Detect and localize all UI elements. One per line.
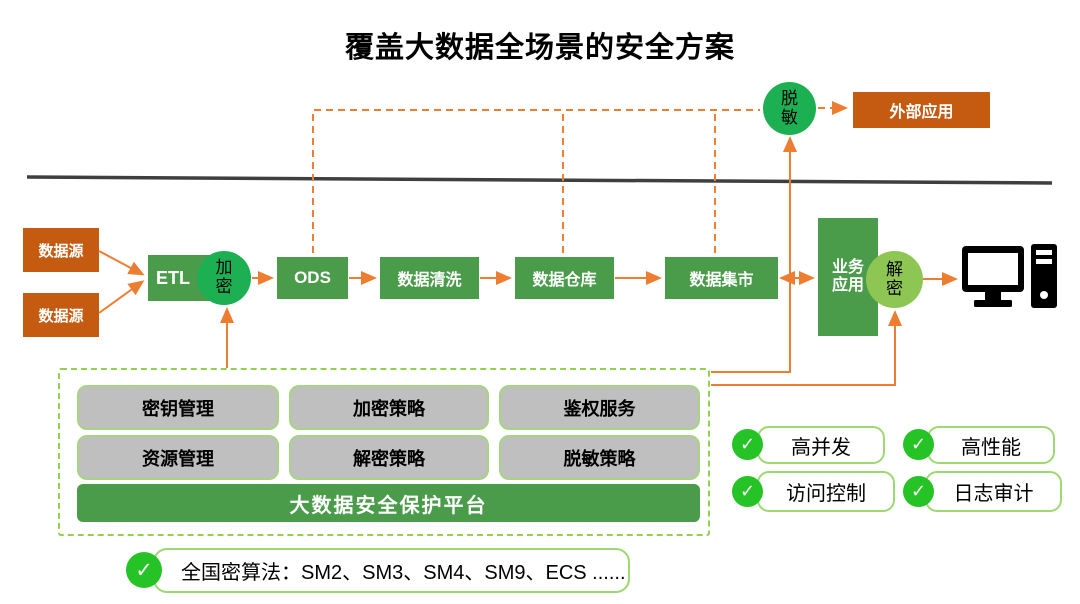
module-masking-policy: 脱敏策略 xyxy=(499,435,700,480)
decrypt-circle: 解密 xyxy=(866,251,923,308)
stage-box-clean: 数据清洗 xyxy=(380,257,479,299)
algorithms-pill: 全国密算法：SM2、SM3、SM4、SM9、ECS ...... xyxy=(153,548,630,593)
stage-box-mart: 数据集市 xyxy=(665,257,778,299)
check-icon: ✓ xyxy=(732,429,763,460)
etl-box: ETL xyxy=(148,255,210,301)
divider-line xyxy=(26,175,1053,185)
encrypt-circle: 加密 xyxy=(197,251,251,305)
data-source-box-2: 数据源 xyxy=(23,293,99,337)
feature-pill-performance: 高性能 xyxy=(927,426,1055,464)
desktop-computer-icon xyxy=(962,244,1057,308)
feature-pill-concurrency: 高并发 xyxy=(757,426,885,464)
module-auth-service: 鉴权服务 xyxy=(499,385,700,430)
feature-pill-access-control: 访问控制 xyxy=(757,471,895,512)
feature-pill-log-audit: 日志审计 xyxy=(925,471,1062,512)
module-encrypt-policy: 加密策略 xyxy=(289,385,489,430)
page-title: 覆盖大数据全场景的安全方案 xyxy=(344,32,735,64)
data-source-box-1: 数据源 xyxy=(23,228,99,272)
module-key-management: 密钥管理 xyxy=(77,385,279,430)
external-app-box: 外部应用 xyxy=(853,92,990,128)
check-icon: ✓ xyxy=(732,476,763,507)
stage-box-warehouse: 数据仓库 xyxy=(515,257,614,299)
module-decrypt-policy: 解密策略 xyxy=(289,435,489,480)
module-resource-management: 资源管理 xyxy=(77,435,279,480)
check-icon: ✓ xyxy=(126,552,162,588)
check-icon: ✓ xyxy=(903,476,934,507)
platform-title-bar: 大数据安全保护平台 xyxy=(77,484,700,522)
check-icon: ✓ xyxy=(903,429,934,460)
masking-circle: 脱敏 xyxy=(763,82,816,135)
stage-box-ods: ODS xyxy=(277,257,348,299)
security-platform-container: 密钥管理 加密策略 鉴权服务 资源管理 解密策略 脱敏策略 大数据安全保护平台 xyxy=(58,368,710,536)
